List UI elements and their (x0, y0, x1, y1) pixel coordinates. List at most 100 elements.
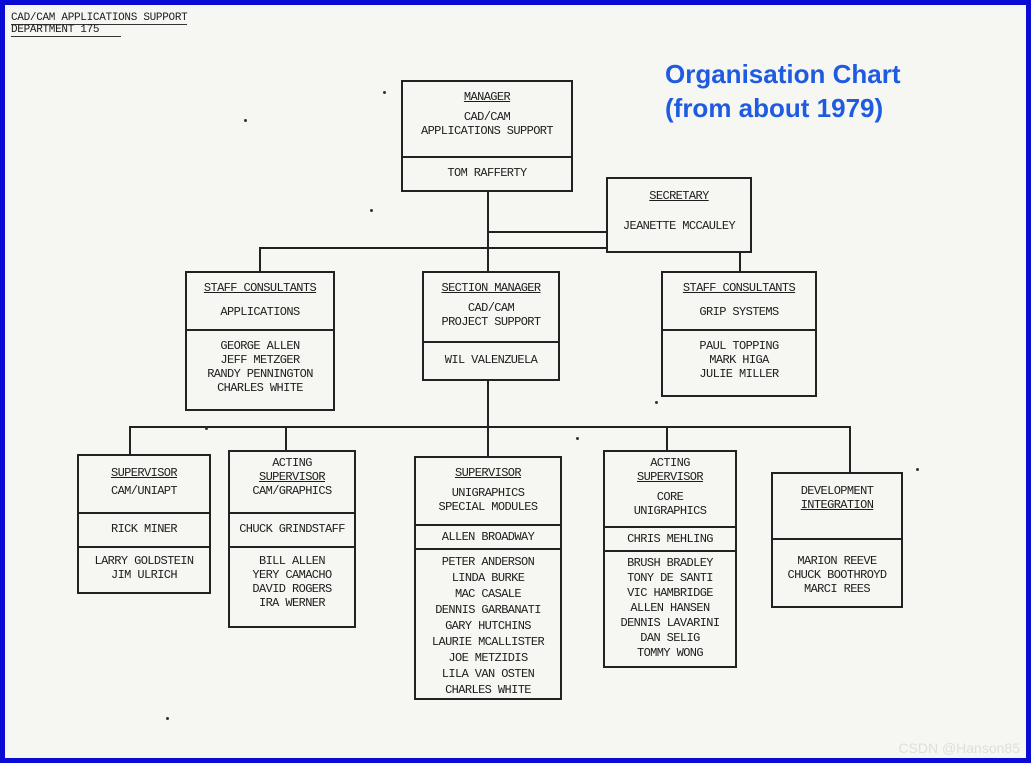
section-manager-line-1: CAD/CAM (467, 301, 515, 315)
supervisor-uniapt-box: SUPERVISOR CAM/UNIAPT RICK MINER LARRY G… (77, 454, 211, 594)
scan-speck (370, 209, 373, 212)
connector-staff-right (739, 247, 741, 273)
supervisor-core-line-2: UNIGRAPHICS (633, 504, 707, 518)
supervisor-core-title-top: ACTING (650, 456, 690, 470)
supervisor-graphics-names: BILL ALLEN YERY CAMACHO DAVID ROGERS IRA… (230, 548, 354, 614)
scan-speck (205, 427, 208, 430)
manager-line-1: CAD/CAM (463, 110, 511, 124)
development-integration-line-2: INTEGRATION (800, 498, 874, 512)
supervisor-modules-name-6: LAURIE MCALLISTER (431, 635, 545, 649)
supervisor-core-name-4: ALLEN HANSEN (630, 601, 710, 615)
watermark: CSDN @Hanson85 (898, 740, 1020, 756)
supervisor-modules-name-8: LILA VAN OSTEN (441, 667, 535, 681)
supervisor-core-names: BRUSH BRADLEY TONY DE SANTI VIC HAMBRIDG… (605, 552, 735, 665)
connector-sup2 (285, 426, 287, 452)
staff-applications-header: STAFF CONSULTANTS APPLICATIONS (187, 273, 333, 331)
development-integration-name-1: MARION REEVE (797, 554, 877, 568)
manager-line-2: APPLICATIONS SUPPORT (420, 124, 554, 138)
heading-subtitle: (from about 1979) (665, 93, 884, 123)
section-manager-title: SECTION MANAGER (441, 281, 541, 295)
org-chart-document: CAD/CAM APPLICATIONS SUPPORT DEPARTMENT … (5, 5, 1026, 758)
supervisor-core-name-6: DAN SELIG (640, 631, 700, 645)
secretary-header: SECRETARY (608, 179, 750, 207)
staff-applications-box: STAFF CONSULTANTS APPLICATIONS GEORGE AL… (185, 271, 335, 411)
connector-secretary (487, 231, 607, 233)
supervisor-modules-name-2: LINDA BURKE (451, 571, 525, 585)
manager-header: MANAGER CAD/CAM APPLICATIONS SUPPORT (403, 82, 571, 158)
supervisor-modules-name-5: GARY HUTCHINS (445, 619, 531, 633)
supervisor-core-name-5: DENNIS LAVARINI (620, 616, 720, 630)
scan-speck (383, 91, 386, 94)
scan-speck (166, 717, 169, 720)
supervisor-graphics-lead: CHUCK GRINDSTAFF (230, 514, 354, 548)
staff-grip-title: STAFF CONSULTANTS (682, 281, 796, 295)
supervisor-modules-lead: ALLEN BROADWAY (416, 526, 560, 550)
secretary-box: SECRETARY JEANETTE MCCAULEY (606, 177, 752, 253)
connector-section-down (487, 378, 489, 428)
secretary-title: SECRETARY (649, 189, 709, 203)
supervisor-uniapt-lead: RICK MINER (79, 514, 209, 548)
supervisor-core-line-1: CORE (656, 490, 684, 504)
connector-manager-down (487, 190, 489, 282)
development-integration-box: DEVELOPMENT INTEGRATION MARION REEVE CHU… (771, 472, 903, 608)
connector-sup4 (666, 426, 668, 452)
manager-box: MANAGER CAD/CAM APPLICATIONS SUPPORT TOM… (401, 80, 573, 192)
supervisor-core-lead-name: CHRIS MEHLING (627, 532, 713, 546)
supervisor-graphics-line: CAM/GRAPHICS (252, 484, 332, 498)
connector-supervisor-bar (129, 426, 851, 428)
supervisor-uniapt-title: SUPERVISOR (110, 466, 178, 480)
supervisor-graphics-header: ACTING SUPERVISOR CAM/GRAPHICS (230, 452, 354, 514)
staff-grip-name-1: PAUL TOPPING (699, 339, 779, 353)
heading-title: Organisation Chart (665, 59, 901, 89)
manager-names: TOM RAFFERTY (403, 158, 571, 184)
development-integration-name-2: CHUCK BOOTHROYD (787, 568, 887, 582)
supervisor-graphics-name-4: IRA WERNER (258, 596, 326, 610)
staff-applications-line: APPLICATIONS (220, 305, 300, 319)
scan-speck (576, 437, 579, 440)
section-manager-name: WIL VALENZUELA (444, 353, 538, 367)
scan-speck (916, 468, 919, 471)
supervisor-core-name-1: BRUSH BRADLEY (627, 556, 713, 570)
manager-title: MANAGER (463, 90, 511, 104)
supervisor-core-name-3: VIC HAMBRIDGE (627, 586, 713, 600)
development-integration-header: DEVELOPMENT INTEGRATION (773, 474, 901, 540)
supervisor-uniapt-line: CAM/UNIAPT (110, 484, 178, 498)
supervisor-modules-name-7: JOE METZIDIS (448, 651, 528, 665)
supervisor-graphics-lead-name: CHUCK GRINDSTAFF (239, 522, 345, 536)
staff-grip-names: PAUL TOPPING MARK HIGA JULIE MILLER (663, 331, 815, 385)
supervisor-modules-name-9: CHARLES WHITE (445, 683, 531, 697)
supervisor-uniapt-header: SUPERVISOR CAM/UNIAPT (79, 456, 209, 514)
supervisor-core-name-2: TONY DE SANTI (627, 571, 713, 585)
supervisor-modules-name-4: DENNIS GARBANATI (435, 603, 541, 617)
scan-speck (244, 119, 247, 122)
section-manager-names: WIL VALENZUELA (424, 343, 558, 371)
secretary-names: JEANETTE MCCAULEY (608, 207, 750, 237)
department-label: CAD/CAM APPLICATIONS SUPPORT DEPARTMENT … (11, 13, 188, 37)
section-manager-box: SECTION MANAGER CAD/CAM PROJECT SUPPORT … (422, 271, 560, 381)
development-integration-line-1: DEVELOPMENT (800, 484, 874, 498)
staff-applications-names: GEORGE ALLEN JEFF METZGER RANDY PENNINGT… (187, 331, 333, 399)
staff-grip-name-3: JULIE MILLER (699, 367, 779, 381)
supervisor-core-lead: CHRIS MEHLING (605, 528, 735, 552)
supervisor-modules-name-1: PETER ANDERSON (441, 555, 535, 569)
staff-grip-name-2: MARK HIGA (709, 353, 769, 367)
supervisor-modules-names: PETER ANDERSON LINDA BURKE MAC CASALE DE… (416, 550, 560, 702)
supervisor-uniapt-name-1: LARRY GOLDSTEIN (94, 554, 194, 568)
supervisor-modules-line-2: SPECIAL MODULES (438, 500, 538, 514)
staff-applications-name-3: RANDY PENNINGTON (207, 367, 313, 381)
supervisor-uniapt-lead-name: RICK MINER (110, 522, 178, 536)
secretary-name: JEANETTE MCCAULEY (622, 219, 736, 233)
supervisor-modules-header: SUPERVISOR UNIGRAPHICS SPECIAL MODULES (416, 458, 560, 526)
manager-name: TOM RAFFERTY (447, 166, 527, 180)
section-manager-line-2: PROJECT SUPPORT (441, 315, 541, 329)
staff-grip-line: GRIP SYSTEMS (699, 305, 779, 319)
staff-applications-title: STAFF CONSULTANTS (203, 281, 317, 295)
supervisor-core-header: ACTING SUPERVISOR CORE UNIGRAPHICS (605, 452, 735, 528)
supervisor-modules-box: SUPERVISOR UNIGRAPHICS SPECIAL MODULES A… (414, 456, 562, 700)
supervisor-graphics-name-2: YERY CAMACHO (252, 568, 332, 582)
connector-sup1 (129, 426, 131, 456)
staff-grip-box: STAFF CONSULTANTS GRIP SYSTEMS PAUL TOPP… (661, 271, 817, 397)
supervisor-core-title: SUPERVISOR (636, 470, 704, 484)
supervisor-modules-name-3: MAC CASALE (454, 587, 522, 601)
supervisor-core-box: ACTING SUPERVISOR CORE UNIGRAPHICS CHRIS… (603, 450, 737, 668)
